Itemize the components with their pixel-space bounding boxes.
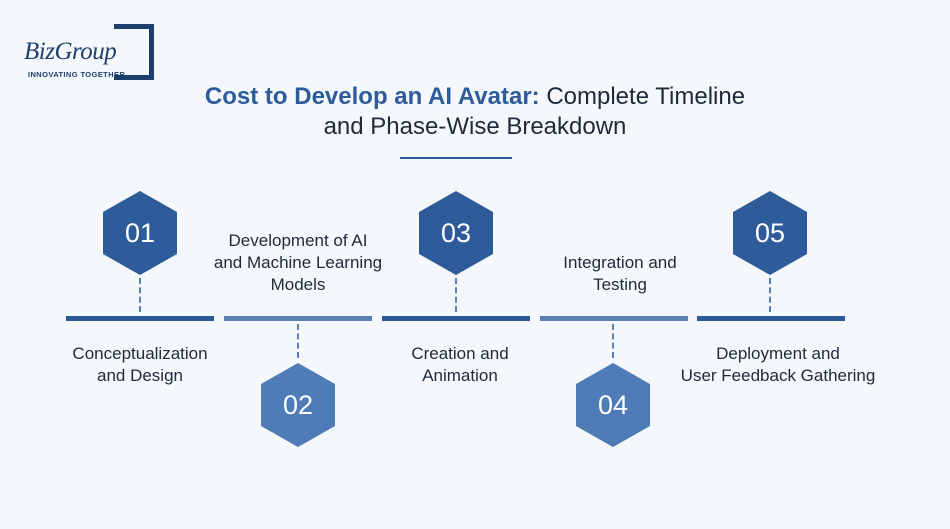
phase-04-label-line2: Testing: [593, 275, 647, 294]
phase-05-number: 05: [754, 217, 786, 248]
phase-05-label-line1: Deployment and: [716, 344, 840, 363]
phase-02-hexagon: 02: [261, 363, 335, 447]
phase-04-hexagon: 04: [576, 363, 650, 447]
title-line2: and Phase-Wise Breakdown: [323, 113, 627, 140]
title-accent: Cost to Develop an AI Avatar:: [204, 83, 540, 110]
phase-02-label: Development of AI and Machine Learning M…: [193, 230, 403, 296]
phase-03-hexagon: 03: [419, 191, 493, 275]
logo-tagline: INNOVATING TOGETHER: [28, 70, 126, 79]
phase-01-label-line2: and Design: [96, 366, 183, 385]
logo-frame: [114, 24, 154, 80]
phase-02-connector: [297, 324, 299, 358]
phase-04-connector: [612, 324, 614, 358]
phase-04-label-line1: Integration and: [563, 253, 677, 272]
timeline-segment-3: [382, 316, 530, 321]
phase-03-label-line1: Creation and: [411, 344, 509, 363]
timeline-segment-4: [540, 316, 688, 321]
phase-03-connector: [455, 278, 457, 312]
phase-02-number: 02: [282, 389, 314, 420]
phase-01-number: 01: [124, 217, 156, 248]
title-underline: [400, 157, 512, 159]
timeline-segment-1: [66, 316, 214, 321]
timeline-segment-2: [224, 316, 372, 321]
bizgroup-logo: BizGroup INNOVATING TOGETHER: [22, 24, 162, 86]
phase-05-hexagon: 05: [733, 191, 807, 275]
phase-03-number: 03: [440, 217, 472, 248]
phase-02-label-line1: Development of AI: [228, 231, 368, 250]
phase-03-label-line2: Animation: [422, 366, 498, 385]
phase-01-connector: [139, 278, 141, 312]
page-title: Cost to Develop an AI Avatar: Complete T…: [0, 82, 950, 142]
phase-02-label-line2: and Machine Learning: [213, 253, 383, 272]
phase-01-label: Conceptualization and Design: [40, 343, 240, 387]
phase-05-label: Deployment and User Feedback Gathering: [658, 343, 898, 387]
phase-01-label-line1: Conceptualization: [72, 344, 208, 363]
phase-02-label-line3: Models: [270, 275, 326, 294]
phase-04-label: Integration and Testing: [520, 252, 720, 296]
phase-03-label: Creation and Animation: [360, 343, 560, 387]
phase-05-connector: [769, 278, 771, 312]
logo-name: BizGroup: [24, 38, 119, 66]
timeline-segment-5: [697, 316, 845, 321]
phase-04-number: 04: [597, 389, 629, 420]
phase-01-hexagon: 01: [103, 191, 177, 275]
title-line1-rest: Complete Timeline: [539, 83, 746, 110]
phase-05-label-line2: User Feedback Gathering: [680, 366, 876, 385]
